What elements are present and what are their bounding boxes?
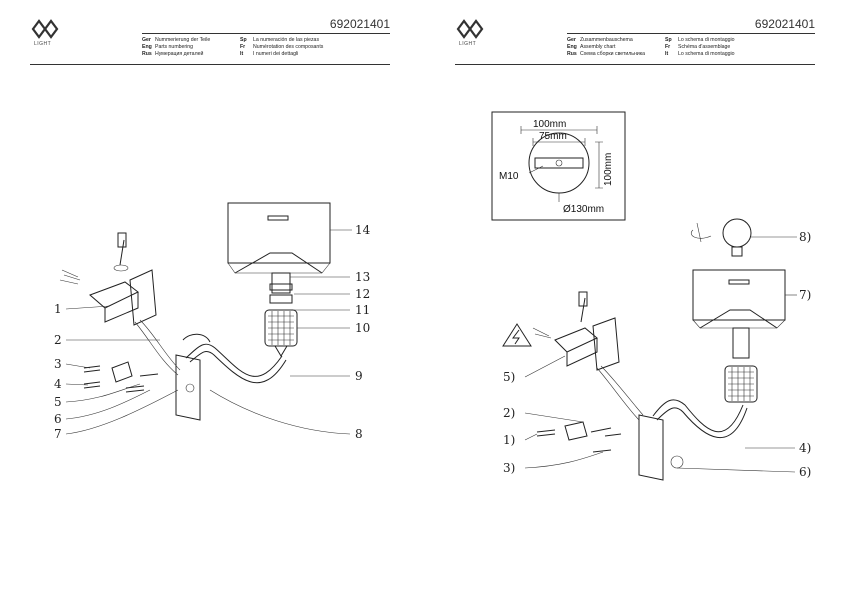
- logo-mark-icon: [456, 19, 484, 39]
- mounting-hardware: [536, 421, 622, 453]
- wall-plate: [638, 414, 664, 481]
- callout-10: 10: [355, 321, 370, 335]
- logo-mark-icon: [31, 19, 59, 39]
- leader-lines: [65, 229, 352, 435]
- document-number: 692021401: [329, 17, 390, 31]
- diameter-130mm: Ø130mm: [563, 204, 604, 215]
- logo-text: LIGHT: [34, 41, 52, 47]
- dimension-75mm: 75mm: [539, 131, 567, 142]
- callout-5: 5: [54, 395, 62, 409]
- brand-logo: [30, 18, 60, 40]
- callout-3: 3: [54, 357, 62, 371]
- wire: [134, 321, 179, 376]
- crystal-body: [724, 365, 758, 403]
- callout-4: 4: [54, 377, 62, 391]
- wire: [600, 365, 644, 416]
- document-number: 692021401: [754, 17, 815, 31]
- wall-plate: [175, 354, 201, 421]
- light-bulb: [691, 218, 752, 257]
- lamp-socket: [269, 272, 293, 304]
- lamp-socket: [732, 327, 750, 359]
- callout-8: 8): [799, 230, 811, 244]
- callout-1: 1: [54, 302, 62, 316]
- mounting-hardware: [83, 361, 159, 393]
- callout-7: 7): [799, 288, 811, 302]
- callout-3: 3): [503, 461, 515, 475]
- logo-text: LIGHT: [459, 41, 477, 47]
- dimension-100mm-height: 100mm: [603, 153, 614, 186]
- callout-11: 11: [355, 303, 370, 317]
- wire: [139, 319, 181, 371]
- dimension-100mm-width: 100mm: [533, 119, 566, 130]
- callout-14: 14: [355, 223, 371, 237]
- header-rule: [142, 33, 390, 34]
- terminal-block: [532, 291, 620, 371]
- callout-2: 2): [503, 406, 515, 420]
- callout-5: 5): [503, 370, 515, 384]
- thread-size-m10: M10: [499, 171, 519, 182]
- callout-2: 2: [54, 333, 62, 347]
- lamp-shade: [692, 269, 786, 329]
- crystal-body: [264, 309, 298, 357]
- callout-9: 9: [355, 369, 363, 383]
- callout-8: 8: [355, 427, 363, 441]
- assembly-diagram: 100mm 75mm 100mm M10 Ø130mm: [491, 111, 811, 481]
- header-rule: [455, 64, 815, 65]
- exploded-parts-diagram: 1 2 3 4 5 6 7 8 9 10 11 12 13 14: [54, 202, 371, 441]
- brand-logo: [455, 18, 485, 40]
- callout-6: 6): [799, 465, 811, 479]
- lamp-shade: [227, 202, 331, 274]
- callout-1: 1): [503, 433, 515, 447]
- wire: [596, 367, 640, 421]
- terminal-block: [59, 232, 157, 326]
- callout-12: 12: [355, 287, 370, 301]
- header-rule: [30, 64, 390, 65]
- leader-lines: [524, 236, 797, 473]
- callout-4: 4): [799, 441, 811, 455]
- arm-nut: [670, 455, 684, 469]
- callout-6: 6: [54, 412, 62, 426]
- callout-13: 13: [355, 270, 370, 284]
- header-rule: [567, 33, 815, 34]
- electric-warning-icon: [502, 323, 532, 347]
- lamp-arm: [656, 407, 748, 439]
- mounting-dimensions-box: 100mm 75mm 100mm M10 Ø130mm: [491, 111, 626, 221]
- lamp-arm: [652, 399, 744, 433]
- lamp-arm: [182, 333, 287, 384]
- callout-7: 7: [54, 427, 62, 441]
